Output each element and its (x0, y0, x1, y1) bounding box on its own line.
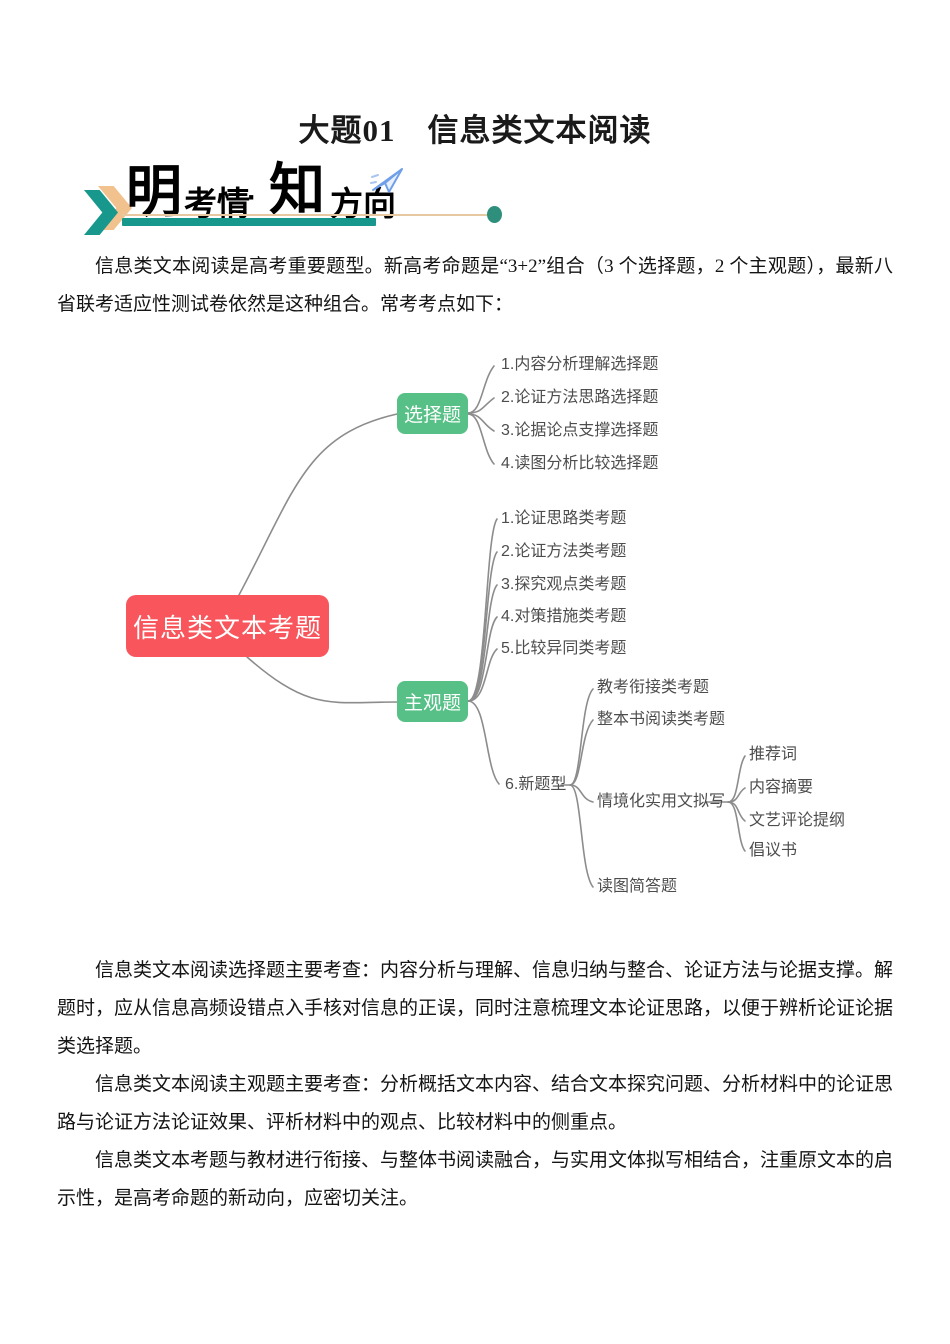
banner-underline-bar (122, 218, 376, 226)
mindmap-leaf: 3.论据论点支撑选择题 (501, 422, 659, 439)
mindmap-root-node: 信息类文本考题 (126, 595, 329, 657)
mindmap-leaf: 文艺评论提纲 (749, 812, 846, 829)
mindmap-leaf: 5.比较异同类考题 (501, 640, 627, 657)
summary-paragraph-2: 信息类文本阅读主观题主要考查：分析概括文本内容、结合文本探究问题、分析材料中的论… (57, 1074, 894, 1133)
banner-separator: · (247, 181, 257, 214)
banner-underline-thin (122, 214, 490, 216)
summary-paragraph-3: 信息类文本考题与教材进行衔接、与整体书阅读融合，与实用文体拟写相结合，注重原文本… (57, 1150, 894, 1209)
mindmap-leaf: 3.探究观点类考题 (501, 576, 627, 593)
banner-end-dot (487, 206, 502, 223)
mindmap-leaf: 教考衔接类考题 (597, 679, 710, 696)
mindmap-leaf: 推荐词 (749, 746, 798, 763)
banner-char-ming: 明 (126, 160, 182, 223)
mindmap-leaf: 倡议书 (749, 842, 798, 859)
mindmap-leaf: 读图简答题 (597, 878, 678, 895)
mindmap-leaf-newtype: 6.新题型 (505, 776, 567, 793)
mindmap-leaf: 2.论证方法思路选择题 (501, 389, 659, 406)
mindmap-leaf: 内容摘要 (749, 779, 814, 796)
mindmap-leaf: 1.内容分析理解选择题 (501, 356, 659, 373)
mindmap-leaf-situational: 情境化实用文拟写 (597, 793, 726, 810)
intro-block: 信息类文本阅读是高考重要题型。新高考命题是“3+2”组合（3 个选择题，2 个主… (57, 248, 893, 324)
mindmap-branch-choice: 选择题 (397, 393, 468, 434)
mindmap-leaf: 4.读图分析比较选择题 (501, 455, 659, 472)
banner-char-zhi: 知 (269, 158, 325, 221)
intro-paragraph: 信息类文本阅读是高考重要题型。新高考命题是“3+2”组合（3 个选择题，2 个主… (57, 256, 893, 315)
page-title: 大题01 信息类文本阅读 (298, 113, 652, 148)
mindmap-leaf: 2.论证方法类考题 (501, 543, 627, 560)
paper-plane-icon (370, 168, 403, 193)
mindmap-leaf: 整本书阅读类考题 (597, 711, 726, 728)
summary-block: 信息类文本阅读选择题主要考查：内容分析与理解、信息归纳与整合、论证方法与论据支撑… (57, 952, 893, 1218)
summary-paragraph-1: 信息类文本阅读选择题主要考查：内容分析与理解、信息归纳与整合、论证方法与论据支撑… (57, 960, 894, 1057)
mindmap-leaf: 1.论证思路类考题 (501, 510, 627, 527)
mindmap-leaf: 4.对策措施类考题 (501, 608, 627, 625)
mindmap-branch-subjective: 主观题 (397, 681, 468, 722)
